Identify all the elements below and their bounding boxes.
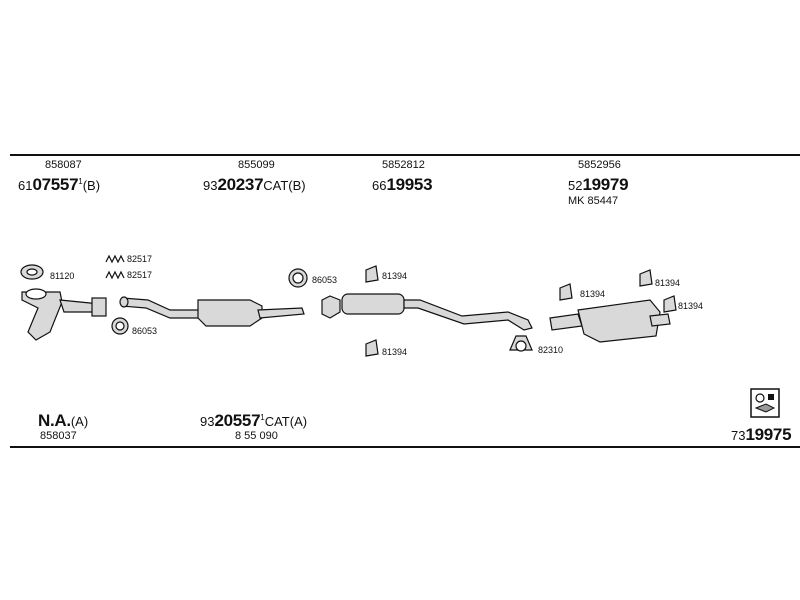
- catalytic-converter-part: [119, 296, 305, 327]
- header-part-number-3: 6619953: [372, 175, 433, 194]
- header-part-number-1: 61075571(B): [18, 175, 101, 194]
- label-hanger-81394-e: 81394: [678, 301, 704, 311]
- label-hanger-81394-c: 81394: [580, 289, 606, 299]
- footer-left-part-number: N.A.(A): [38, 411, 89, 430]
- label-ring-86053-b: 86053: [312, 275, 338, 285]
- header-ref-1: 858087: [45, 159, 82, 171]
- header-extra-ref-4: MK 85447: [568, 195, 619, 207]
- spring-set-82517-a: [105, 254, 125, 264]
- footer-mid-ref: 8 55 090: [235, 430, 278, 442]
- rubber-hanger-81394-b: [365, 339, 379, 357]
- bottom-divider: [10, 446, 800, 448]
- rubber-hanger-81394-e: [663, 295, 677, 313]
- ring-86053-middle: [288, 268, 308, 288]
- label-hanger-81394-b: 81394: [382, 347, 408, 357]
- rubber-hanger-81394-d: [639, 269, 653, 287]
- rubber-hanger-81394-c: [559, 283, 573, 301]
- header-ref-2: 855099: [238, 159, 275, 171]
- gasket-81120: [20, 264, 44, 280]
- header-part-number-4: 5219979: [568, 175, 629, 194]
- label-spring-82517-b: 82517: [127, 270, 153, 280]
- footer-left-ref: 858037: [40, 430, 77, 442]
- rear-silencer-part: [549, 299, 671, 343]
- label-hanger-81394-a: 81394: [382, 271, 408, 281]
- footer-right-part-number: 7319975: [731, 425, 792, 444]
- header-part-number-2: 9320237CAT(B): [203, 175, 306, 194]
- label-hanger-81394-d: 81394: [655, 278, 681, 288]
- rubber-hanger-81394-a: [365, 265, 379, 283]
- ring-86053-left: [111, 317, 129, 335]
- footer-mid-part-number: 93205571CAT(A): [200, 411, 308, 430]
- top-divider: [10, 154, 800, 156]
- label-ring-86053-a: 86053: [132, 326, 158, 336]
- front-pipe-part: [21, 288, 107, 341]
- exhaust-set-logo-icon: [750, 388, 780, 418]
- clamp-82310: [509, 335, 533, 352]
- label-gasket-81120: 81120: [50, 271, 75, 281]
- label-spring-82517-a: 82517: [127, 254, 153, 264]
- middle-silencer-part: [321, 293, 533, 331]
- header-ref-3: 5852812: [382, 159, 425, 171]
- label-clamp-82310: 82310: [538, 345, 564, 355]
- header-ref-4: 5852956: [578, 159, 621, 171]
- spring-set-82517-b: [105, 270, 125, 280]
